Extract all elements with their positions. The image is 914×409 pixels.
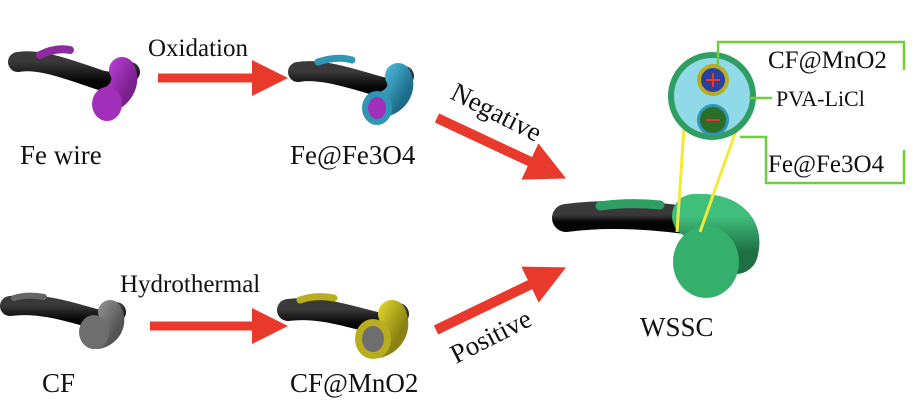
- callout-cf-mno2-text: CF@MnO2: [768, 47, 887, 74]
- cf-mno2-illustration: [277, 293, 409, 359]
- negative-label: Negative: [446, 77, 546, 148]
- callout-fe-fe3o4-text: Fe@Fe3O4: [768, 151, 885, 178]
- negative-arrow: [434, 113, 567, 180]
- callout-lines: [716, 40, 906, 185]
- positive-label: Positive: [445, 303, 536, 369]
- wssc-label: WSSC: [640, 312, 714, 342]
- cross-section: [668, 52, 756, 140]
- callout-cf-mno2: CF@MnO2: [768, 47, 887, 74]
- oxidation-label: Oxidation: [148, 35, 248, 62]
- fe-fe3o4-label-text: Fe@Fe3O4: [290, 140, 416, 170]
- positive-arrow: [433, 266, 567, 335]
- zoom-line-right: [698, 127, 739, 233]
- fe-wire-illustration: [8, 45, 140, 121]
- callout-fe-fe3o4: Fe@Fe3O4: [768, 151, 885, 178]
- cf-mno2-label-text: CF@MnO2: [290, 368, 418, 398]
- callout-electrolyte: PVA-LiCl: [776, 86, 865, 111]
- fe-fe3o4-label: Fe@Fe3O4: [290, 140, 416, 170]
- hydrothermal-label: Hydrothermal: [120, 271, 260, 298]
- cf-illustration: [0, 292, 126, 349]
- zoom-line-left: [675, 127, 686, 233]
- wssc-illustration: [552, 193, 760, 298]
- fe-fe3o4-illustration: [288, 54, 414, 125]
- cf-mno2-label: CF@MnO2: [290, 368, 418, 398]
- cf-label: CF: [42, 368, 75, 398]
- fe-wire-label: Fe wire: [20, 140, 102, 170]
